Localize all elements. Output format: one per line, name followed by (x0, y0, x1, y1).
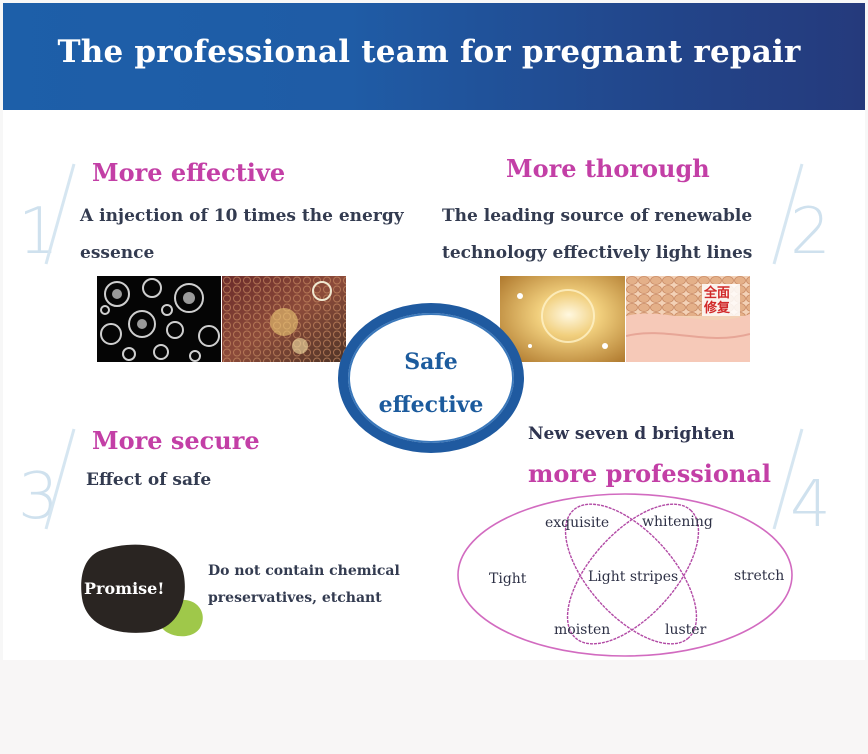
center-text-line1: Safe (404, 349, 458, 375)
slash-divider-1 (44, 163, 76, 265)
venn-outer-ellipse (457, 493, 793, 657)
venn-ellipse-a (566, 503, 700, 645)
section-heading-2: More thorough (506, 154, 710, 183)
slash-divider-4 (772, 428, 804, 530)
venn-label-whitening: whitening (642, 514, 713, 530)
section-number-4: 4 (790, 468, 831, 542)
section-heading-4: more professional (528, 459, 771, 488)
section-text-1: A injection of 10 times the energy essen… (80, 198, 404, 272)
center-text-line2: effective (378, 392, 484, 418)
header-banner: The professional team for pregnant repai… (3, 3, 865, 110)
section-number-1: 1 (18, 195, 59, 269)
section-text-2-line1: The leading source of renewable (442, 206, 753, 226)
cells-black-image (97, 276, 221, 362)
skin-repair-image (626, 276, 750, 362)
promise-badge: Promise! (84, 579, 165, 598)
repair-caption: 全面 修复 (704, 286, 731, 316)
section-text-3: Effect of safe (86, 470, 212, 490)
golden-sparkle-image (500, 276, 625, 362)
venn-label-luster: luster (665, 622, 707, 638)
venn-label-tight: Tight (489, 571, 527, 587)
section-text-2-line2: technology effectively light lines (442, 243, 753, 263)
venn-label-light-stripes: Light stripes (588, 569, 679, 585)
slash-divider-3 (44, 428, 76, 530)
promise-text-line2: preservatives, etchant (208, 590, 382, 606)
center-circle (338, 303, 524, 453)
section-text-1-line1: A injection of 10 times the energy (80, 206, 404, 226)
promise-badge-shape (81, 544, 203, 637)
slash-divider-2 (772, 163, 804, 265)
venn-ellipse-b (564, 503, 698, 645)
venn-label-moisten: moisten (554, 622, 611, 638)
promise-text: Do not contain chemical preservatives, e… (208, 558, 400, 612)
section-heading-3: More secure (92, 426, 260, 455)
tissue-cells-image (222, 276, 346, 362)
section-text-1-line2: essence (80, 243, 155, 263)
page-footer (0, 660, 868, 754)
section-heading-1: More effective (92, 158, 286, 187)
venn-diagram (457, 493, 793, 657)
venn-label-stretch: stretch (734, 568, 785, 584)
page-title: The professional team for pregnant repai… (57, 34, 801, 70)
venn-label-exquisite: exquisite (545, 515, 610, 531)
section-number-3: 3 (18, 460, 59, 534)
section-text-2: The leading source of renewable technolo… (442, 198, 752, 272)
section-subheading-4: New seven d brighten (528, 424, 735, 444)
promise-text-line1: Do not contain chemical (208, 563, 400, 579)
section-number-2: 2 (790, 195, 831, 269)
